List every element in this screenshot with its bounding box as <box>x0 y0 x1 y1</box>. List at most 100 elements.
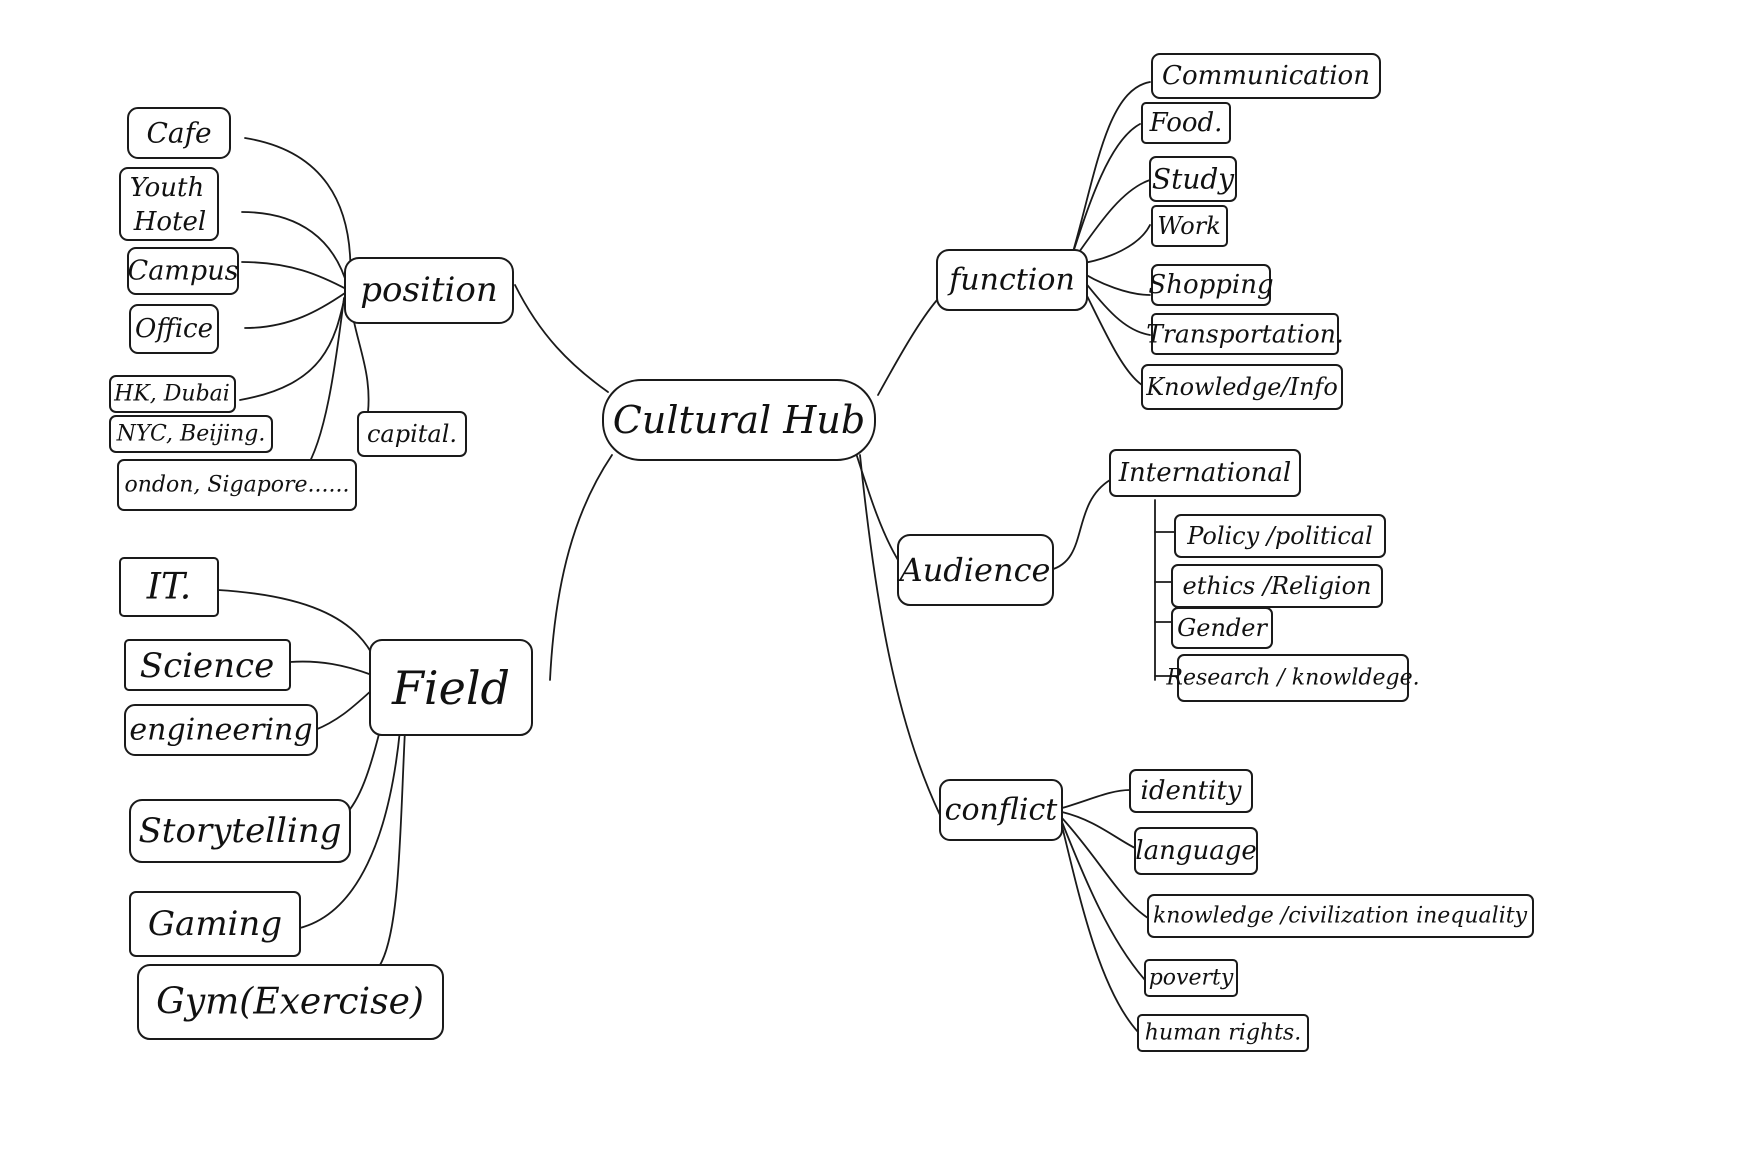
node-label-cafe: Cafe <box>146 117 211 150</box>
node-label-transportation: Transportation. <box>1146 320 1344 349</box>
node-box-london <box>117 459 357 511</box>
node-label-policy: Policy /political <box>1186 522 1373 550</box>
node-box-food <box>1141 102 1231 144</box>
node-label-science: Science <box>140 646 274 686</box>
link-field-engineering <box>314 689 373 731</box>
node-box-policy <box>1174 514 1386 558</box>
node-box-language <box>1134 827 1258 875</box>
node-label-conflict: conflict <box>945 793 1059 828</box>
node-box-communication <box>1151 53 1381 99</box>
node-box-human-rights <box>1137 1014 1309 1052</box>
node-box-function <box>936 249 1088 311</box>
node-box-transportation <box>1151 313 1339 355</box>
node-box-it <box>119 557 219 617</box>
link-field-storytelling <box>344 729 381 816</box>
node-label-international: International <box>1118 458 1292 488</box>
node-label-center: Cultural Hub <box>613 398 865 442</box>
node-label-field: Field <box>391 661 510 715</box>
node-label-identity: identity <box>1141 776 1242 806</box>
mind-map-boxes <box>109 53 1534 1052</box>
link-field-it <box>217 589 376 661</box>
node-box-international <box>1109 449 1301 497</box>
node-label-civilization: knowledge /civilization inequality <box>1153 904 1528 929</box>
node-label-youth: Youth <box>130 173 205 203</box>
link-conflict-identity <box>1061 789 1131 809</box>
node-label-position: position <box>360 270 497 310</box>
link-function-communication <box>1069 81 1151 263</box>
node-label-audience: Audience <box>897 551 1051 589</box>
link-function-food <box>1069 123 1141 263</box>
node-box-knowledge-info <box>1141 364 1343 410</box>
node-label-gaming: Gaming <box>148 904 282 944</box>
node-box-field <box>369 639 533 736</box>
node-label-storytelling: Storytelling <box>139 811 342 851</box>
node-label-capital: capital. <box>367 420 457 448</box>
link-field-science <box>289 660 373 676</box>
node-label-campus: Campus <box>128 256 239 287</box>
node-label-research: Research / knowldege. <box>1165 666 1419 691</box>
link-conflict-human-rights <box>1061 825 1139 1033</box>
node-label-human-rights: human rights. <box>1145 1021 1301 1046</box>
node-label-work: Work <box>1157 212 1221 240</box>
node-label-gender: Gender <box>1177 614 1268 642</box>
node-box-nyc <box>109 415 273 453</box>
link-center-audience <box>854 449 899 561</box>
link-position-campus <box>241 261 349 291</box>
node-label-gym: Gym(Exercise) <box>156 982 424 1023</box>
node-label-it: IT. <box>146 567 191 608</box>
node-label-office: Office <box>135 314 213 344</box>
node-box-science <box>124 639 291 691</box>
link-position-office <box>244 292 346 329</box>
link-position-cafe <box>244 137 352 286</box>
link-position-london <box>304 297 345 471</box>
node-box-ethics <box>1171 564 1383 608</box>
node-label-hk-dubai: HK, Dubai <box>113 382 230 407</box>
node-label-ethics: ethics /Religion <box>1182 572 1371 600</box>
node-box-gender <box>1171 607 1273 649</box>
node-box-civilization <box>1147 894 1534 938</box>
node-label-study: Study <box>1152 163 1235 196</box>
node-label-nyc-beijing: NYC, Beijing. <box>116 422 266 447</box>
link-field-gym <box>379 729 406 966</box>
node-label-function: function <box>947 263 1075 298</box>
node-label-hotel: Hotel <box>133 207 206 237</box>
node-box-conflict <box>939 779 1063 841</box>
link-conflict-poverty <box>1061 821 1146 981</box>
link-position-youth-hotel <box>241 211 349 289</box>
node-label-language: language <box>1135 836 1256 866</box>
node-label-engineering: engineering <box>129 713 312 748</box>
node-box-study <box>1149 156 1237 202</box>
node-label-knowledge-info: Knowledge/Info <box>1145 373 1338 401</box>
node-box-position <box>344 257 514 324</box>
node-label-food: Food. <box>1149 108 1223 138</box>
link-center-field <box>549 454 613 681</box>
link-center-function <box>877 299 938 396</box>
node-label-poverty: poverty <box>1149 966 1234 991</box>
node-box-storytelling <box>129 799 351 863</box>
link-position-hk <box>239 295 346 401</box>
node-box-work <box>1151 205 1228 247</box>
link-conflict-language <box>1061 811 1136 849</box>
node-label-communication: Communication <box>1162 61 1370 91</box>
node-box-poverty <box>1144 959 1238 997</box>
node-box-cafe <box>127 107 231 159</box>
node-box-gym <box>137 964 444 1040</box>
node-box-research <box>1177 654 1409 702</box>
node-box-youth-hotel <box>119 167 219 241</box>
mind-map-labels: Cultural Hub position Cafe Youth Hotel C… <box>113 61 1527 1046</box>
node-label-shopping: Shopping <box>1148 270 1273 300</box>
link-conflict-civilization <box>1061 817 1149 919</box>
node-box-gaming <box>129 891 301 957</box>
node-box-engineering <box>124 704 318 756</box>
node-box-identity <box>1129 769 1253 813</box>
node-box-campus <box>127 247 239 295</box>
node-box-center <box>602 379 876 461</box>
node-label-london-singapore: ondon, Sigapore...... <box>124 473 349 498</box>
link-field-gaming <box>289 729 401 931</box>
link-audience-international <box>1049 479 1111 571</box>
node-box-capital <box>357 411 467 457</box>
node-box-audience <box>897 534 1054 606</box>
node-box-hk <box>109 375 236 413</box>
link-center-position <box>514 284 609 393</box>
